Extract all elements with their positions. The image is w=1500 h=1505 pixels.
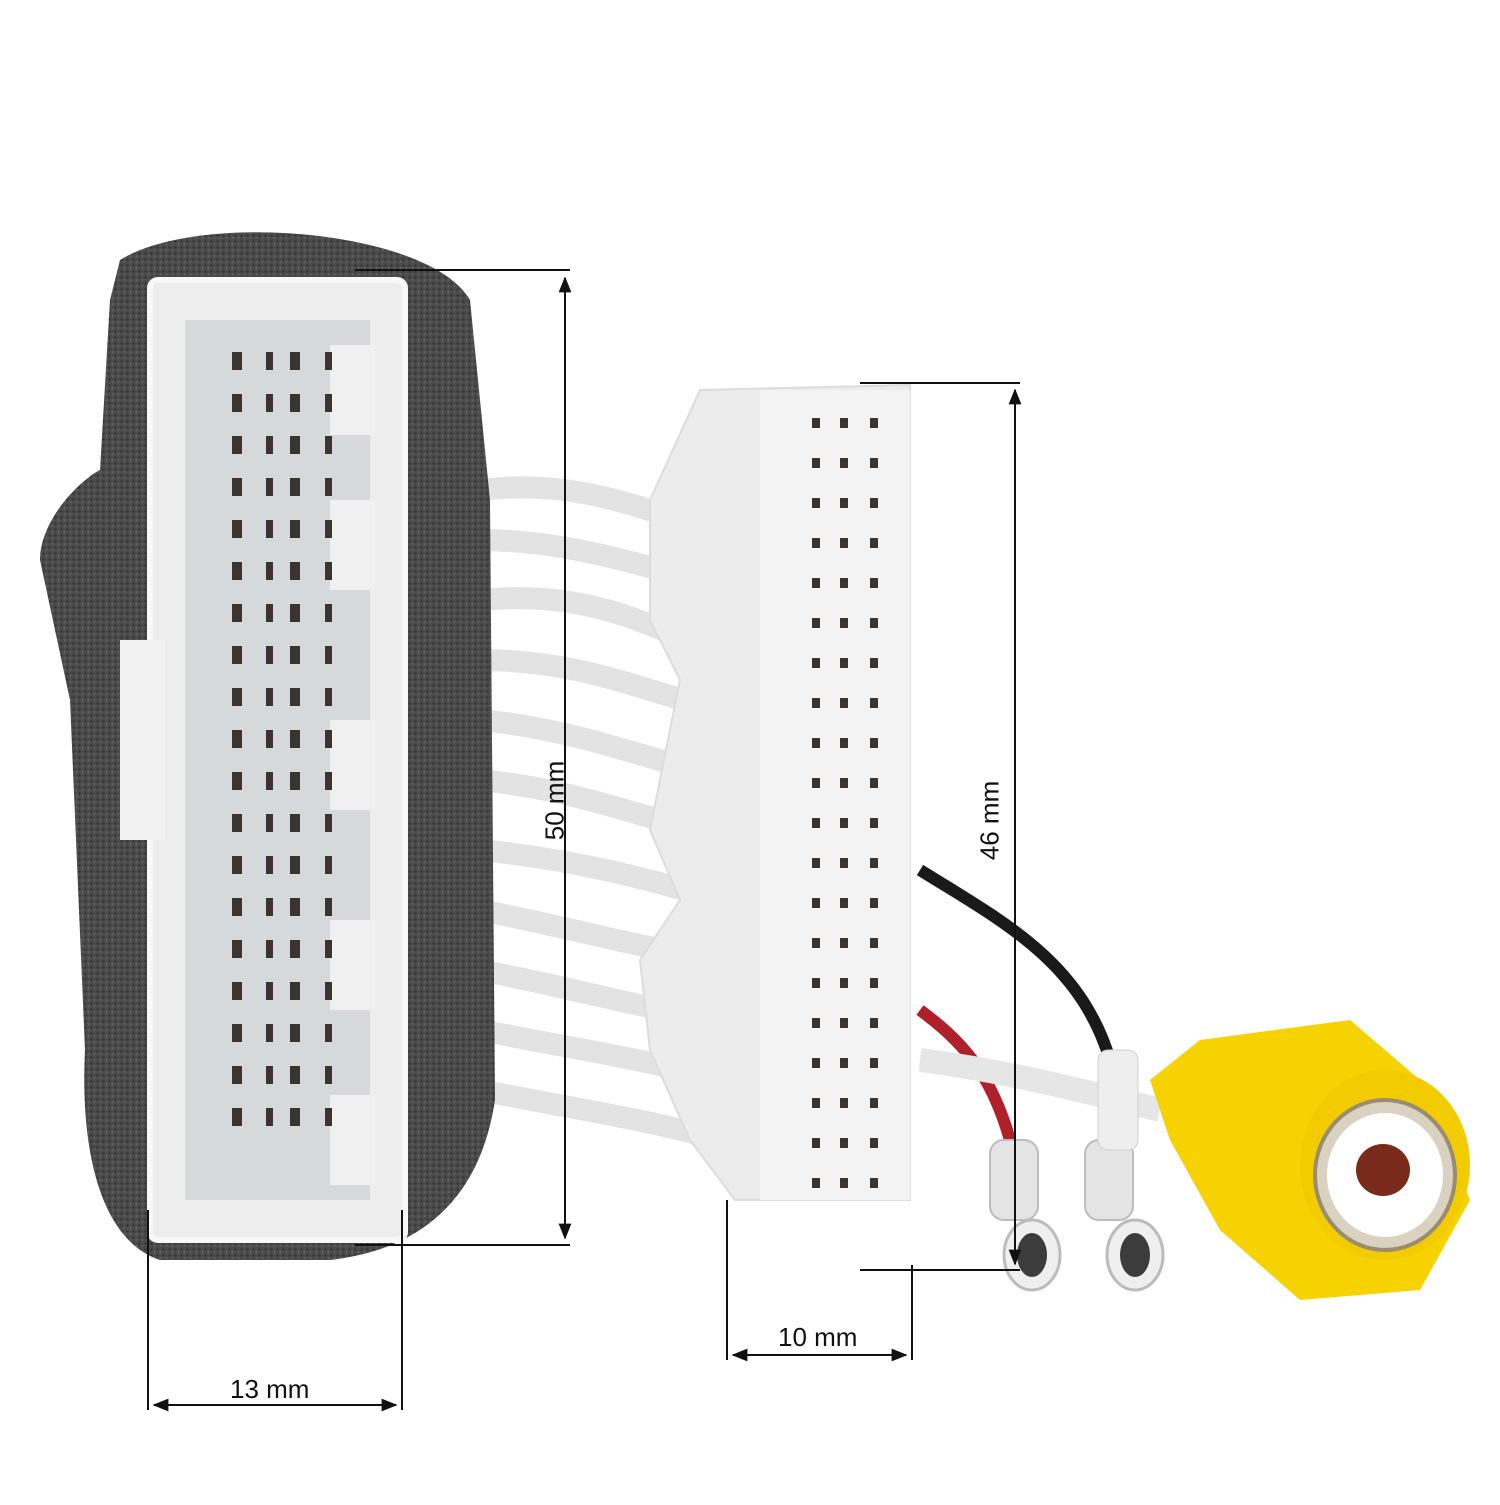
right-height-label: 46 mm [974,780,1005,861]
left-width-label: 13 mm [230,1374,310,1404]
terminal-left [989,1139,1062,1292]
left-connector [40,232,495,1261]
black-wire [916,864,1116,1062]
right-pin-grid [812,418,878,1188]
right-width-label: 10 mm [778,1322,858,1352]
dimension-lines [147,269,1022,1412]
terminal-right [1084,1139,1165,1292]
rca-jack [1150,1020,1470,1300]
left-pin-grid [232,352,332,1126]
right-connector [638,383,911,1201]
left-height-label: 50 mm [539,760,570,841]
